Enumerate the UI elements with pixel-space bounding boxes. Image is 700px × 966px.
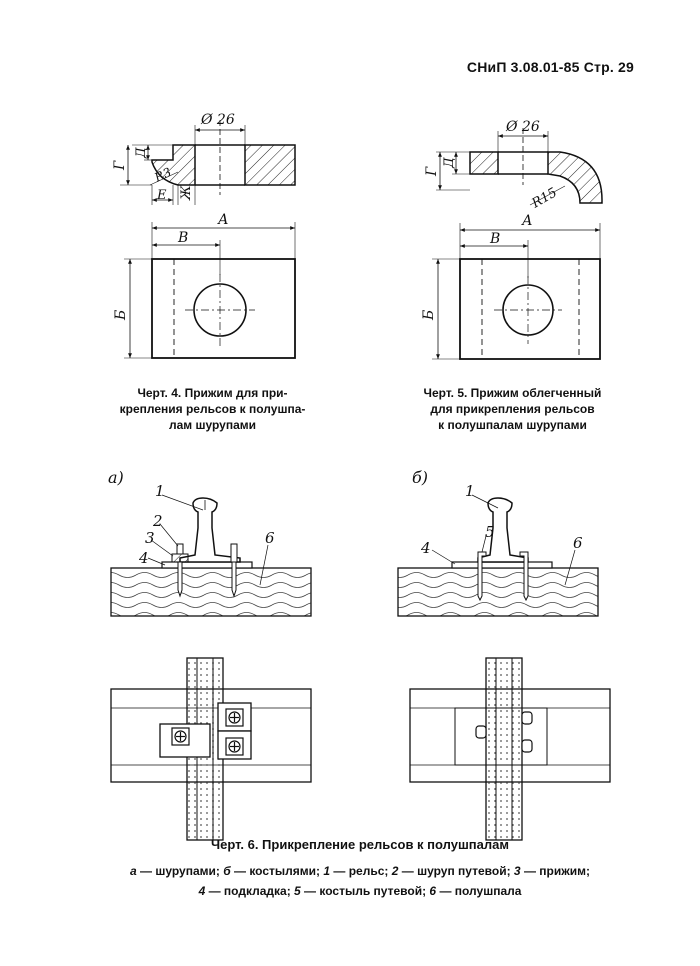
fig6b-callout-5: 5: [485, 523, 495, 541]
fig4-dim-bv: Б: [113, 310, 129, 321]
legend-key: 4: [198, 884, 206, 898]
fig5-labels: Ø 26 Г Д R15 А В Б: [421, 119, 560, 321]
fig6b-labels: б) 1 5 4 6: [412, 468, 583, 557]
fig6-label-b: б): [412, 468, 428, 487]
fig4-dim-zh: Ж: [179, 185, 194, 201]
legend-key: 1: [323, 864, 331, 878]
fig6-legend: а — шурупами; б — костылями; 1 — рельс; …: [90, 861, 630, 901]
fig5-dim-r: R15: [529, 185, 560, 212]
fig6b-callout-6: 6: [573, 534, 583, 552]
legend-text: — прижим;: [520, 864, 590, 878]
legend-line-1: а — шурупами; б — костылями; 1 — рельс; …: [90, 861, 630, 881]
fig5-dim-g: Г: [424, 166, 440, 177]
fig6a-callout-3: 3: [145, 529, 155, 547]
fig4-dim-b: В: [177, 230, 188, 246]
fig5-dim-a: А: [521, 213, 533, 229]
legend-text: — подкладка;: [205, 884, 295, 898]
fig4-caption: Черт. 4. Прижим для при- крепления рельс…: [110, 385, 315, 433]
fig5-caption-line: Черт. 5. Прижим облегченный: [423, 386, 602, 400]
fig5-dim-d: Д: [442, 157, 457, 169]
fig6b-elevation: [397, 494, 599, 617]
legend-key: 6: [429, 884, 437, 898]
legend-text: — костыль путевой;: [300, 884, 430, 898]
fig6a-elevation: [110, 494, 312, 617]
document-header: СНиП 3.08.01-85 Стр. 29: [466, 59, 634, 75]
fig5-caption: Черт. 5. Прижим облегченный для прикрепл…: [405, 385, 620, 433]
fig4-caption-line: лам шурупами: [168, 418, 257, 432]
fig5-diameter-label: Ø 26: [505, 119, 540, 135]
fig6a-plan: [110, 657, 312, 841]
fig4-caption-line: Черт. 4. Прижим для при-: [137, 386, 288, 400]
fig6b-plan: [409, 657, 611, 841]
legend-key: 2: [391, 864, 399, 878]
fig4-dim-d: Д: [134, 147, 149, 159]
fig4-dim-r: R3: [151, 165, 173, 185]
legend-key: б: [223, 864, 231, 878]
fig4-caption-line: крепления рельсов к полушпа-: [119, 402, 306, 416]
fig6a-callout-2: 2: [152, 512, 163, 530]
legend-text: — шурупами;: [136, 864, 224, 878]
fig5-dim-b: В: [489, 231, 500, 247]
legend-key: 5: [294, 884, 301, 898]
fig6a-labels: а) 1 2 3 4 6: [108, 468, 275, 567]
fig6a-callout-4: 4: [138, 549, 149, 567]
legend-text: — полушпала: [436, 884, 522, 898]
fig6-caption: Черт. 6. Прикрепление рельсов к полушпал…: [211, 837, 509, 852]
fig6-label-a: а): [108, 468, 124, 487]
fig6b-callout-1: 1: [465, 482, 475, 500]
fig4-dim-g: Г: [112, 160, 128, 171]
fig4-dim-a: А: [217, 212, 229, 228]
fig6b-callout-4: 4: [420, 539, 431, 557]
fig5-caption-line: для прикрепления рельсов: [430, 402, 595, 416]
fig5-section: [436, 128, 603, 206]
fig5-plan: [432, 223, 601, 360]
legend-line-2: 4 — подкладка; 5 — костыль путевой; 6 — …: [90, 881, 630, 901]
fig5-dim-bv: Б: [421, 310, 437, 321]
legend-text: — рельс;: [330, 864, 392, 878]
fig4-labels: Ø 26 Г Д R3 Е Ж А В Б: [112, 112, 235, 321]
legend-text: — шуруп путевой;: [398, 864, 514, 878]
legend-key: а: [129, 864, 137, 878]
fig4-section: [120, 120, 296, 205]
fig4-dim-e: Е: [156, 188, 167, 203]
fig6a-callout-1: 1: [155, 482, 165, 500]
fig6a-callout-6: 6: [265, 529, 275, 547]
legend-text: — костылями;: [230, 864, 324, 878]
fig5-caption-line: к полушпалам шурупами: [438, 418, 587, 432]
fig4-plan: [124, 222, 296, 359]
fig4-diameter-label: Ø 26: [200, 112, 235, 128]
legend-key: 3: [513, 864, 521, 878]
